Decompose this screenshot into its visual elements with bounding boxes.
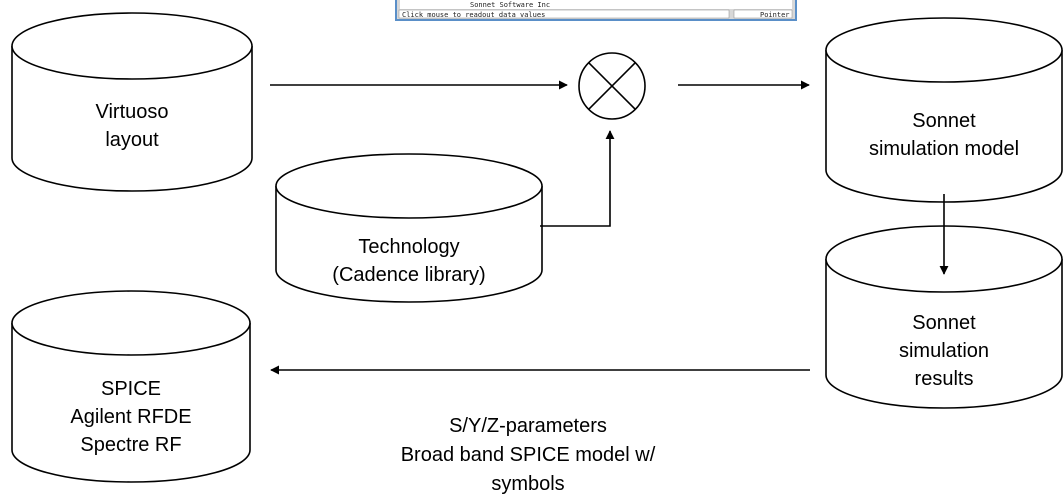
strip-status-text: Click mouse to readout data values: [402, 11, 545, 19]
sonnet-model-label-line1: Sonnet: [912, 110, 976, 132]
edge-label-line1: S/Y/Z-parameters: [449, 415, 607, 437]
edge-label-line3: symbols: [491, 473, 564, 495]
sonnet-results-label-line3: results: [915, 368, 974, 390]
technology-node: Technology (Cadence library): [275, 153, 543, 303]
edge-label-line2: Broad band SPICE model w/: [401, 444, 656, 466]
virtuoso-label-line1: Virtuoso: [95, 101, 168, 123]
edge-label-outputs: S/Y/Z-parameters Broad band SPICE model …: [401, 415, 656, 495]
spice-label-line2: Agilent RFDE: [70, 406, 191, 428]
spice-node: SPICE Agilent RFDE Spectre RF: [11, 290, 251, 483]
screenshot-strip: Sonnet Software Inc Click mouse to reado…: [395, 0, 797, 21]
virtuoso-label-line2: layout: [105, 129, 159, 151]
sonnet-results-label-line2: simulation: [899, 340, 989, 362]
sonnet-model-node: Sonnet simulation model: [825, 17, 1063, 203]
technology-label-line1: Technology: [358, 236, 459, 258]
sonnet-results-label-line1: Sonnet: [912, 312, 976, 334]
arrow-technology-to-merge: [540, 130, 615, 227]
spice-label-line1: SPICE: [101, 378, 161, 400]
spice-label-line3: Spectre RF: [80, 434, 181, 456]
strip-small-text: Sonnet Software Inc: [470, 1, 550, 9]
sonnet-model-label-line2: simulation model: [869, 138, 1019, 160]
strip-mode-label: Pointer: [760, 11, 790, 19]
virtuoso-layout-node: Virtuoso layout: [11, 12, 253, 192]
technology-label-line2: (Cadence library): [332, 264, 485, 286]
merge-junction-icon: [578, 52, 646, 120]
